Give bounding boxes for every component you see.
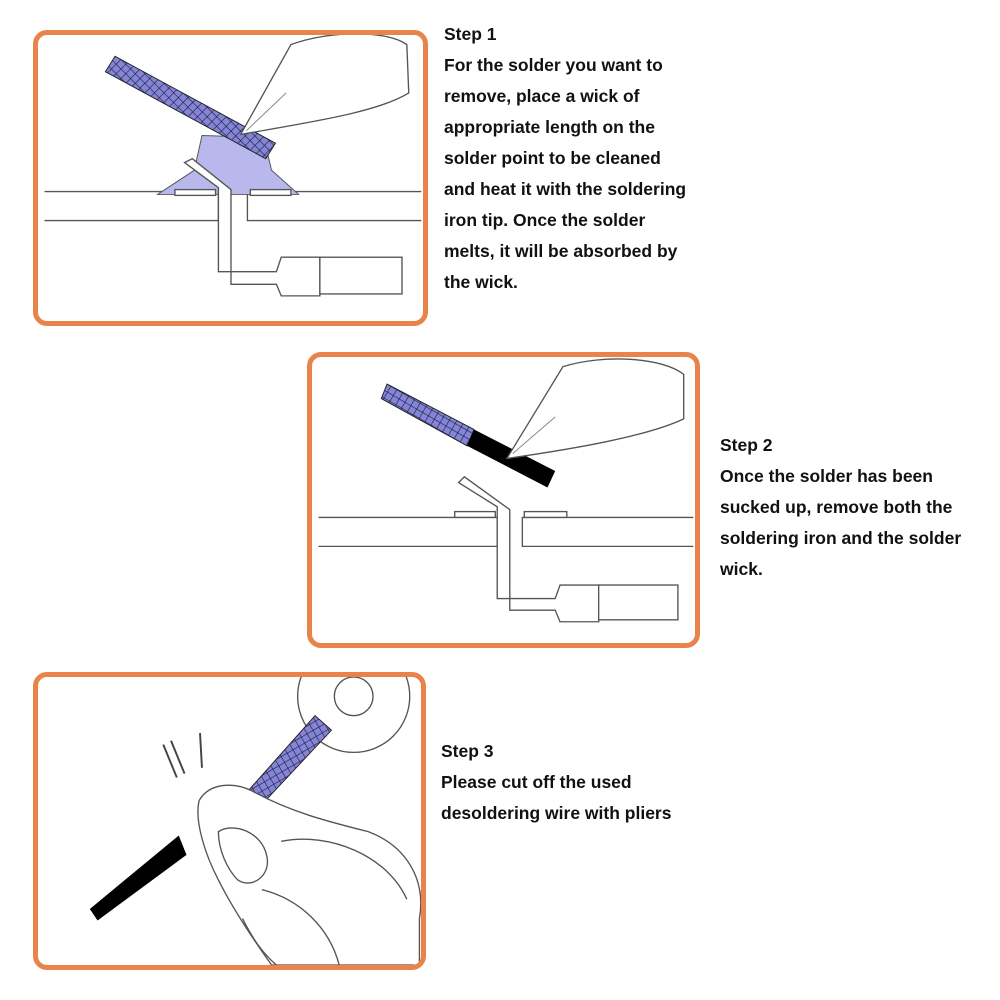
solder-wick: [104, 55, 277, 160]
iron-highlight: [246, 92, 287, 132]
step-3-text: Step 3 Please cut off the used desolderi…: [441, 736, 741, 829]
step-3-description: Please cut off the used desoldering wire…: [441, 772, 672, 823]
soldering-iron: [239, 35, 410, 136]
step-1-title: Step 1: [444, 24, 497, 44]
step-2-title: Step 2: [720, 435, 773, 455]
step-3-drawing: [89, 677, 421, 965]
cutting-pliers: [197, 784, 421, 965]
solder-wick-clean: [380, 383, 475, 447]
cut-wick-piece: [89, 835, 187, 921]
iron-highlight: [512, 416, 556, 454]
step-2-text: Step 2 Once the solder has been sucked u…: [720, 430, 998, 585]
circuit-board: [44, 190, 422, 222]
step-1-description: For the solder you want to remove, place…: [444, 55, 687, 292]
step-3-illustration: [33, 672, 426, 970]
step-3-title: Step 3: [441, 741, 494, 761]
step-2-drawing: [318, 358, 694, 623]
solder-fillet: [155, 134, 300, 195]
step-2-description: Once the solder has been sucked up, remo…: [720, 466, 962, 579]
step-1-text: Step 1 For the solder you want to remove…: [444, 19, 744, 298]
component-lead: [454, 475, 679, 623]
step-1-drawing: [44, 35, 422, 297]
step-1-illustration: [33, 30, 428, 326]
solder-wick: [243, 714, 333, 808]
cut-spark-lines: [162, 733, 203, 778]
step-2-illustration: [307, 352, 700, 648]
soldering-iron: [505, 358, 685, 460]
component-lead: [174, 157, 403, 297]
